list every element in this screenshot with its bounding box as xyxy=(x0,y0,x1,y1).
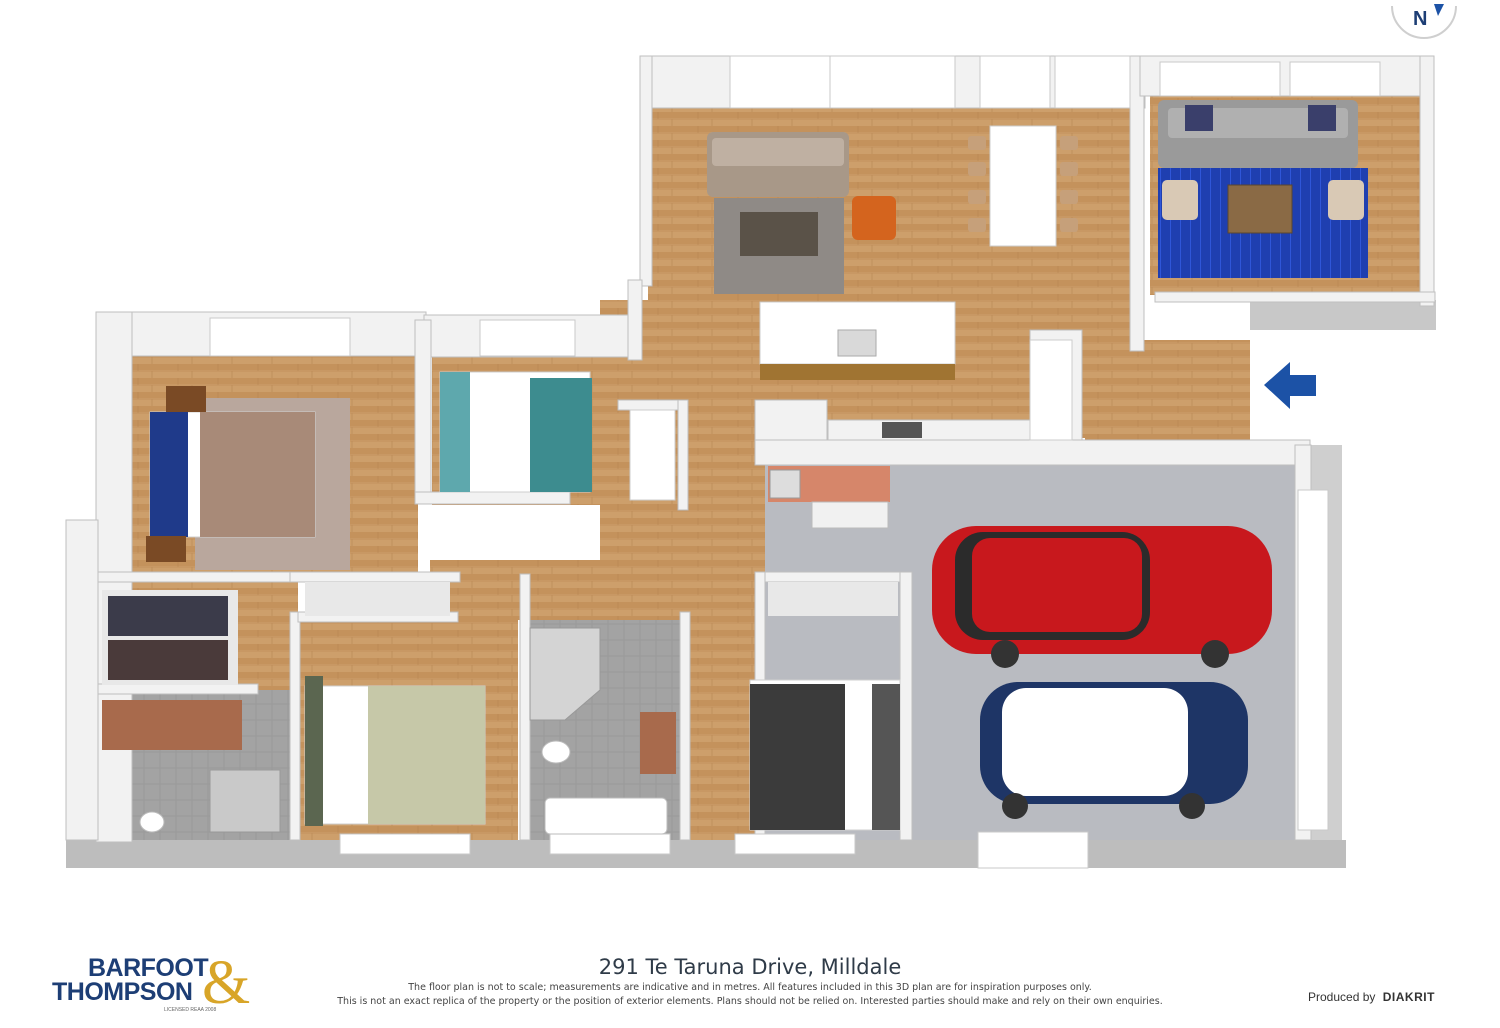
disclaimer-line-2: This is not an exact replica of the prop… xyxy=(337,996,1163,1007)
lounge-armchair-right xyxy=(1328,180,1364,220)
ensuite-toilet xyxy=(139,811,165,833)
living-armchair xyxy=(852,196,896,240)
kitchen-island xyxy=(759,301,956,380)
bathroom-shower xyxy=(529,627,601,721)
compass-icon xyxy=(1391,4,1457,39)
bedroom-2-wardrobe xyxy=(629,409,676,501)
windows xyxy=(209,55,1381,869)
kitchen-cooktop xyxy=(882,422,922,438)
hall-entry-floor xyxy=(1085,340,1250,440)
compass-label: N xyxy=(1413,8,1428,30)
produced-by-brand: DIAKRIT xyxy=(1382,990,1435,1004)
master-nightstand-top xyxy=(166,386,206,412)
lounge-coffee-table xyxy=(1227,184,1293,234)
bathroom-toilet xyxy=(541,740,571,764)
ensuite-vanity xyxy=(102,700,242,750)
living-sofa xyxy=(707,132,849,197)
master-bed xyxy=(149,411,316,538)
brand-license: LICENSED REAA 2008 xyxy=(164,1007,217,1013)
bedroom-2-bed xyxy=(439,371,592,493)
brand-ampersand: & xyxy=(202,949,251,1017)
property-address: 291 Te Taruna Drive, Milldale xyxy=(598,955,902,979)
living-coffee-table xyxy=(740,212,818,256)
kitchen-bench xyxy=(1029,339,1073,441)
lounge-sofa xyxy=(1158,100,1358,168)
lounge-armchair-left xyxy=(1162,180,1198,220)
ensuite-shower xyxy=(209,769,281,833)
bedroom-3-wardrobe xyxy=(305,582,450,616)
produced-by: Produced by DIAKRIT xyxy=(1308,990,1435,1004)
car-icon xyxy=(980,682,1248,819)
master-nightstand-bottom xyxy=(146,536,186,562)
laundry-tub xyxy=(769,469,801,499)
entry-arrow-icon xyxy=(1264,362,1316,409)
walk-in-robe xyxy=(102,590,238,685)
bedroom-4-wardrobe xyxy=(768,582,898,616)
disclaimer-line-1: The floor plan is not to scale; measurem… xyxy=(408,982,1092,993)
laundry-washer xyxy=(811,501,889,529)
bedroom-4-bed xyxy=(749,679,901,831)
floor-plan xyxy=(65,55,1436,869)
bathroom-vanity xyxy=(640,712,676,774)
dining-table xyxy=(968,125,1078,247)
produced-by-label: Produced by xyxy=(1308,990,1376,1004)
bedroom-3-bed xyxy=(304,676,486,826)
brand-line-2: THOMPSON xyxy=(52,978,193,1006)
car-icon xyxy=(932,526,1272,668)
brand-logo: BARFOOT THOMPSON & LICENSED REAA 2008 xyxy=(52,949,262,1017)
bathroom-bath xyxy=(544,797,668,835)
brand-line-1: BARFOOT xyxy=(88,954,209,982)
